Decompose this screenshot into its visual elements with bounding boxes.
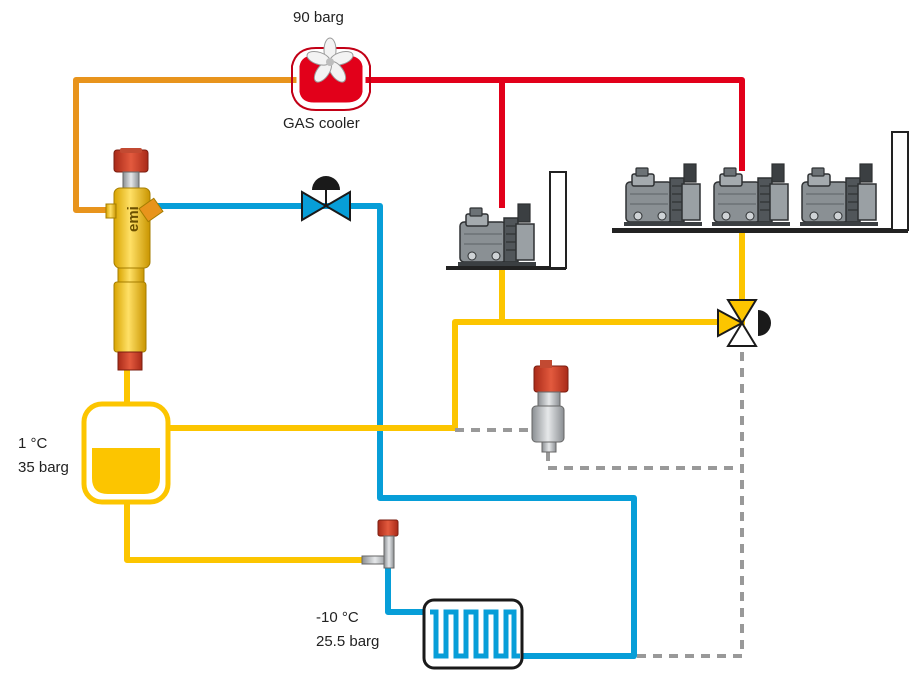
- evaporator-expansion-valve[interactable]: [361, 519, 399, 569]
- three-way-valve-icon: [758, 310, 771, 336]
- compressor-suction-yellow-pipe: [165, 229, 745, 431]
- gas-cooler-outlet-pipe: [73, 77, 303, 213]
- discharge-pipe-main: [357, 77, 745, 171]
- compressor-2[interactable]: [711, 163, 791, 227]
- high-pressure-valve[interactable]: emi: [105, 148, 164, 371]
- receiver-liquid-outlet-pipe: [124, 499, 365, 563]
- compressor-icon[interactable]: [457, 203, 537, 267]
- evaporator-pressure-label: 25.5 barg: [316, 633, 379, 650]
- gas-cooler-label: GAS cooler: [283, 115, 360, 132]
- liquid-receiver[interactable]: [81, 401, 171, 505]
- compressor-rack-single: [446, 171, 567, 270]
- ball-valve-icon: [312, 176, 340, 190]
- receiver-pressure-label: 35 barg: [18, 459, 69, 476]
- evaporator-temp-label: -10 °C: [316, 609, 359, 626]
- valve-brand-label: emi: [125, 206, 142, 232]
- oil-return-valve[interactable]: [531, 360, 569, 453]
- evaporator-inlet-pipe: [385, 565, 428, 615]
- three-way-valve[interactable]: [717, 299, 771, 347]
- receiver-temp-label: 1 °C: [18, 435, 48, 452]
- gas-cooler[interactable]: [291, 37, 371, 111]
- oil-line-2: [546, 452, 742, 470]
- fan-icon: [306, 37, 354, 83]
- oil-line-3: [636, 352, 744, 658]
- compressor-3[interactable]: [799, 163, 879, 227]
- compressor-rack-triple: [612, 131, 909, 233]
- gas-cooler-pressure-label: 90 barg: [293, 9, 344, 26]
- evaporator[interactable]: [422, 598, 524, 670]
- gas-bypass-valve[interactable]: [301, 176, 351, 222]
- compressor-1[interactable]: [623, 163, 703, 227]
